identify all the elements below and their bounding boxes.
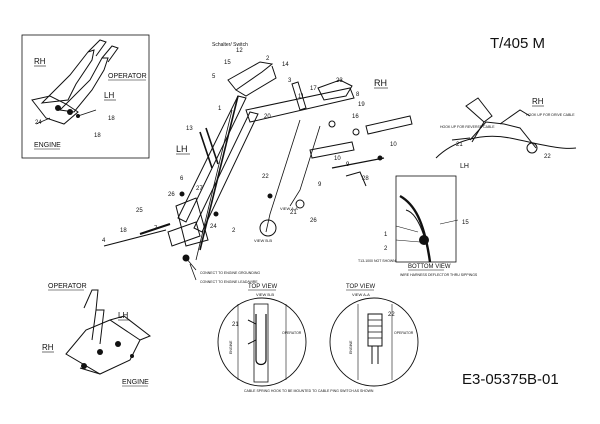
drive-cable-note: HOOK UP FOR DRIVE CABLE — [526, 113, 575, 117]
callout-14: 14 — [282, 62, 289, 68]
lh-label: LH — [118, 311, 128, 320]
rh-label: RH — [374, 78, 387, 88]
callout-19: 19 — [358, 102, 365, 108]
callout-17: 17 — [310, 86, 317, 92]
inset-top-right — [435, 97, 577, 159]
callout-23: 23 — [336, 78, 343, 84]
operator-label: OPERATOR — [394, 331, 414, 335]
bottom-view: 15 1 2 T13-1000 NOT SHOWN BOTTOM VIEW WI… — [358, 175, 478, 277]
callout-11: 11 — [298, 94, 305, 100]
view-aa-label: VIEW A-A — [280, 206, 298, 211]
callout-18: 18 — [120, 228, 127, 234]
callout-8: 8 — [356, 92, 360, 98]
connect-ground-note: CONNECT TO ENGINE GROUNDING — [200, 271, 260, 275]
callout-28: 28 — [362, 176, 369, 182]
view-label: VIEW B-B — [256, 292, 274, 297]
model-title: T/405 M — [490, 35, 545, 52]
callout-18: 18 — [94, 133, 101, 139]
callout-7: 7 — [154, 226, 158, 232]
callout-21: 21 — [456, 142, 463, 148]
engine-label: ENGINE — [349, 340, 353, 354]
lh-label: LH — [104, 91, 114, 100]
callout-1: 1 — [384, 232, 388, 238]
top-view-title: TOP VIEW — [346, 284, 375, 290]
callout-2: 2 — [232, 228, 236, 234]
connect-lead-note: CONNECT TO ENGINE LEAD/WIRE — [200, 280, 258, 284]
engine-label: ENGINE — [229, 340, 233, 354]
main-labels: Schalter/ Switch LH RH VIEW B-B VIEW A-A… — [102, 42, 397, 284]
inset-bottom-left: OPERATOR RH LH ENGINE — [42, 283, 152, 387]
rh-label: RH — [34, 57, 46, 66]
lh-label: LH — [176, 144, 188, 154]
operator-label: OPERATOR — [108, 73, 147, 80]
drawing-number: E3-05375B-01 — [462, 371, 559, 388]
not-shown-note: T13-1000 NOT SHOWN — [358, 259, 396, 263]
callout-20: 20 — [264, 114, 271, 120]
engine-label: ENGINE — [122, 379, 149, 386]
top-view-title: TOP VIEW — [248, 284, 277, 290]
callout-21: 21 — [290, 210, 297, 216]
callout-16: 16 — [352, 114, 359, 120]
switch-label: Schalter/ Switch — [212, 42, 248, 48]
callout-4: 4 — [102, 238, 106, 244]
main-assembly — [103, 61, 413, 281]
callout-18: 18 — [108, 116, 115, 122]
callout-10: 10 — [334, 156, 341, 162]
callout-15: 15 — [462, 220, 469, 226]
rh-label: RH — [42, 343, 54, 352]
callout-13: 13 — [186, 126, 193, 132]
callout-24: 24 — [210, 224, 217, 230]
inset-top-right-labels: RH LH HOOK UP FOR REVERSE CABLE HOOK UP … — [440, 97, 575, 170]
inset-top-left: RH OPERATOR LH ENGINE 24 18 18 — [21, 34, 150, 159]
rh-label: RH — [532, 97, 544, 106]
callout-9: 9 — [318, 182, 322, 188]
callout-1: 1 — [218, 106, 222, 112]
callout-9: 9 — [346, 162, 350, 168]
callout-2: 2 — [266, 56, 270, 62]
callout-22: 22 — [388, 312, 395, 318]
callout-12: 12 — [236, 48, 243, 54]
callout-22: 22 — [262, 174, 269, 180]
callout-26: 26 — [168, 192, 175, 198]
engine-label: ENGINE — [34, 142, 61, 149]
bottom-view-subtitle: WIRE HARNESS DEFLECTOR THRU SIPPINGS — [400, 273, 478, 277]
lh-label: LH — [460, 163, 469, 170]
callout-27: 27 — [196, 186, 203, 192]
mount-note: CABLE SPRING HOOK TO BE MOUNTED TO CABLE… — [244, 389, 374, 393]
callout-2: 2 — [384, 246, 388, 252]
callout-3: 3 — [288, 78, 292, 84]
operator-label: OPERATOR — [282, 331, 302, 335]
callout-6: 6 — [180, 176, 184, 182]
top-view-left: TOP VIEW VIEW B-B 21 ENGINE OPERATOR CAB… — [217, 284, 374, 393]
callout-21: 21 — [232, 322, 239, 328]
callout-15: 15 — [224, 60, 231, 66]
view-label: VIEW A-A — [352, 292, 370, 297]
reverse-cable-note: HOOK UP FOR REVERSE CABLE — [440, 125, 495, 129]
callout-5: 5 — [212, 74, 216, 80]
bottom-view-title: BOTTOM VIEW — [408, 264, 451, 270]
callout-24: 24 — [35, 120, 42, 126]
callout-25: 25 — [136, 208, 143, 214]
callout-26: 26 — [310, 218, 317, 224]
top-view-right: TOP VIEW VIEW A-A 22 ENGINE OPERATOR — [329, 284, 419, 387]
view-bb-label: VIEW B-B — [254, 238, 272, 243]
callout-22: 22 — [544, 154, 551, 160]
operator-label: OPERATOR — [48, 283, 87, 290]
callout-10: 10 — [390, 142, 397, 148]
